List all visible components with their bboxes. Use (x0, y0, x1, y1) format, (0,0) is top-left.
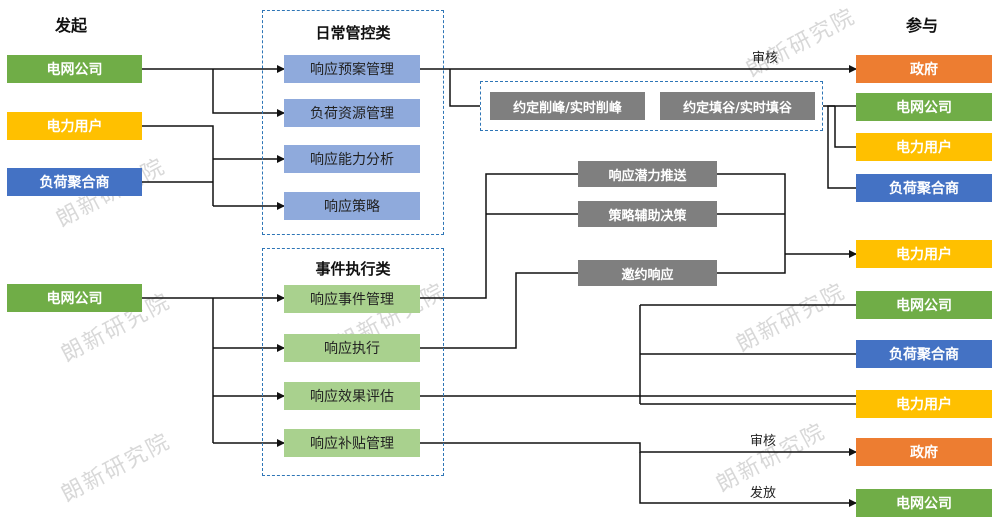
action-invite-response[interactable]: 邀约响应 (578, 260, 717, 286)
daily-resource-management[interactable]: 负荷资源管理 (284, 99, 420, 127)
group-event-title: 事件执行类 (315, 260, 391, 278)
header-participate: 参与 (906, 16, 939, 35)
action-potential-push[interactable]: 响应潜力推送 (578, 161, 717, 187)
edge-participants-bus-2 (827, 105, 856, 189)
edge-execute-to-invite (420, 272, 578, 349)
edge-actions-merge (717, 173, 786, 274)
edge-label-review-bottom: 审核 (750, 434, 777, 449)
mode-peak-shaving[interactable]: 约定削峰/实时削峰 (490, 92, 645, 120)
participant-power-user[interactable]: 电力用户 (856, 133, 992, 161)
participant-grid-2[interactable]: 电网公司 (856, 291, 992, 319)
event-management[interactable]: 响应事件管理 (284, 285, 420, 313)
participant-grid-3[interactable]: 电网公司 (856, 489, 992, 517)
participant-grid[interactable]: 电网公司 (856, 93, 992, 121)
event-subsidy-management[interactable]: 响应补贴管理 (284, 429, 420, 457)
action-strategy-decision[interactable]: 策略辅助决策 (578, 201, 717, 227)
initiator-power-user[interactable]: 电力用户 (7, 112, 142, 140)
participant-government-2[interactable]: 政府 (856, 438, 992, 466)
edge-participants-bus (834, 106, 856, 148)
group-event (262, 248, 444, 476)
daily-strategy[interactable]: 响应策略 (284, 192, 420, 220)
edge-label-issue: 发放 (750, 486, 777, 501)
initiator-aggregator[interactable]: 负荷聚合商 (7, 168, 142, 196)
group-modes (480, 81, 823, 131)
participant-government[interactable]: 政府 (856, 55, 992, 83)
daily-plan-management[interactable]: 响应预案管理 (284, 55, 420, 83)
edge-subsidy-to-grid (639, 452, 857, 507)
edge-user-to-daily (142, 125, 214, 206)
edge-plan-to-modes (449, 69, 480, 107)
participant-aggregator-2[interactable]: 负荷聚合商 (856, 340, 992, 368)
header-initiate: 发起 (55, 16, 88, 35)
participant-aggregator[interactable]: 负荷聚合商 (856, 174, 992, 202)
edge-label-review-top: 审核 (752, 51, 779, 66)
event-execution[interactable]: 响应执行 (284, 334, 420, 362)
initiator-grid-event[interactable]: 电网公司 (7, 284, 142, 312)
edge-event-to-actions (420, 173, 578, 299)
mode-valley-filling[interactable]: 约定填谷/实时填谷 (660, 92, 815, 120)
group-daily (262, 10, 444, 235)
participant-power-user-2[interactable]: 电力用户 (856, 240, 992, 268)
event-effect-evaluation[interactable]: 响应效果评估 (284, 382, 420, 410)
participant-power-user-3[interactable]: 电力用户 (856, 390, 992, 418)
edge-grid-to-resource (212, 69, 285, 117)
daily-capability-analysis[interactable]: 响应能力分析 (284, 145, 420, 173)
group-daily-title: 日常管控类 (315, 24, 391, 42)
edge-subsidy-to-gov (420, 442, 857, 456)
initiator-grid[interactable]: 电网公司 (7, 55, 142, 83)
